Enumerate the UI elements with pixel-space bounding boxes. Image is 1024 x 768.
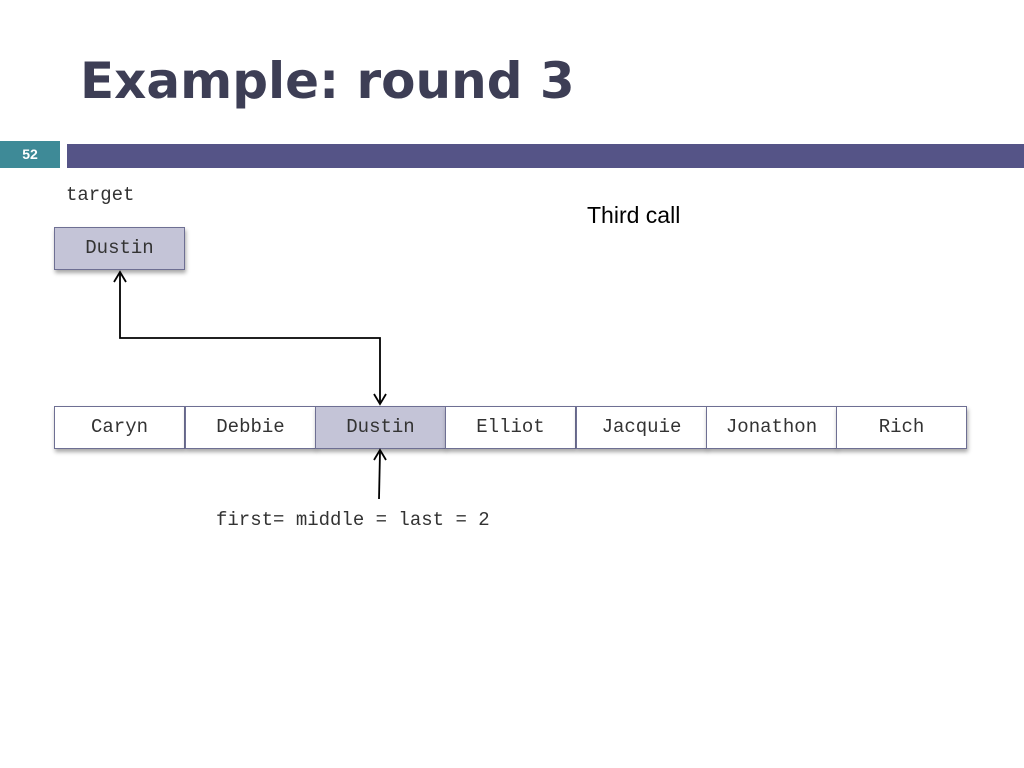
target-label: target [66,184,135,206]
array-cell: Jacquie [576,406,707,449]
call-label: Third call [587,202,681,228]
connector-arrowhead-up [113,270,127,283]
compare-connector-arrow [119,274,381,403]
slide-title: Example: round 3 [80,52,575,110]
index-label: first= middle = last = 2 [216,509,490,531]
index-pointer-arrow [378,451,381,500]
title-bar [67,144,1024,168]
connector-arrowhead-down [373,393,387,406]
array-cell: Elliot [445,406,576,449]
array-cell: Caryn [54,406,185,449]
array-cell: Rich [836,406,967,449]
slide-number: 52 [0,141,60,168]
array-cell-middle: Dustin [315,406,446,449]
index-pointer-arrowhead [373,448,387,461]
array-cell: Debbie [185,406,316,449]
array-cell: Jonathon [706,406,837,449]
target-box: Dustin [54,227,185,270]
